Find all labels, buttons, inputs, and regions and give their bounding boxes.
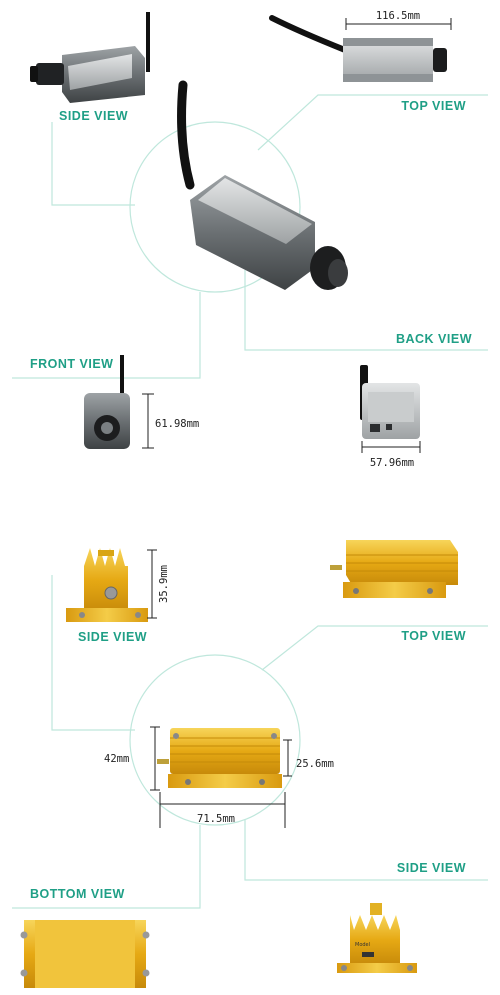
- dim-transmitter-length-label: 71.5mm: [197, 813, 235, 825]
- module-model-label: Model: [355, 942, 370, 948]
- usb-port-icon: [362, 952, 374, 957]
- dim-camera-height-label: 61.98mm: [155, 418, 199, 430]
- camera-guide-side: [51, 122, 135, 206]
- camera-top-view-image: [269, 15, 447, 82]
- lens-icon: [36, 63, 64, 85]
- transmitter-side2-view-image: Model: [337, 903, 417, 973]
- antenna-icon: [146, 12, 150, 72]
- dim-camera-height: 61.98mm: [142, 393, 199, 449]
- transmitter-section: Model 35.9mm 42mm 25.6mm 71.5mm SIDE VIE…: [12, 540, 488, 988]
- antenna-icon: [177, 80, 195, 190]
- transmitter-side2-view-label: SIDE VIEW: [397, 861, 466, 875]
- camera-center-image: [177, 80, 348, 290]
- camera-side-view-image: [30, 12, 150, 103]
- transmitter-guide-side2: [244, 820, 488, 881]
- antenna-connector-icon: [330, 565, 342, 570]
- dim-transmitter-height: 42mm: [104, 726, 160, 791]
- antenna-connector-icon: [157, 759, 169, 764]
- camera-guide-front: [12, 292, 201, 379]
- camera-guide-circle: [129, 121, 301, 293]
- dim-transmitter-length: 71.5mm: [159, 792, 286, 828]
- transmitter-guide-top: [261, 625, 488, 671]
- dim-camera-length-label: 116.5mm: [376, 10, 420, 22]
- transmitter-top-view-image: [330, 540, 458, 598]
- dim-camera-width-label: 57.96mm: [370, 457, 414, 469]
- dim-transmitter-side-height: 35.9mm: [147, 549, 170, 619]
- transmitter-guide-side: [51, 575, 135, 731]
- transmitter-side-view-label: SIDE VIEW: [78, 630, 147, 644]
- dim-transmitter-side-height-label: 35.9mm: [158, 565, 170, 603]
- camera-front-view-image: [84, 355, 130, 449]
- camera-side-view-label: SIDE VIEW: [59, 109, 128, 123]
- transmitter-bottom-view-image: [20, 920, 150, 988]
- antenna-icon: [120, 355, 124, 397]
- transmitter-center-image: [157, 728, 282, 788]
- lens-icon: [433, 48, 447, 72]
- camera-guide-top: [257, 94, 488, 151]
- transmitter-bottom-view-label: BOTTOM VIEW: [30, 887, 125, 901]
- transmitter-top-view-label: TOP VIEW: [401, 629, 466, 643]
- transmitter-guide-circle: [129, 654, 301, 826]
- dim-transmitter-inner-height: 25.6mm: [283, 739, 334, 777]
- camera-back-view-image: [360, 365, 420, 439]
- camera-section: 116.5mm 61.98mm 57.96mm SIDE VIEW TOP VI…: [12, 10, 488, 469]
- dim-transmitter-height-label: 42mm: [104, 753, 129, 765]
- camera-front-view-label: FRONT VIEW: [30, 357, 113, 371]
- transmitter-side-view-image: [66, 548, 148, 622]
- camera-back-view-label: BACK VIEW: [396, 332, 472, 346]
- dim-camera-length: 116.5mm: [345, 10, 452, 30]
- antenna-icon: [269, 15, 348, 53]
- camera-top-view-label: TOP VIEW: [401, 99, 466, 113]
- transmitter-guide-bottom: [12, 825, 201, 909]
- dim-camera-width: 57.96mm: [361, 441, 421, 469]
- dim-transmitter-inner-height-label: 25.6mm: [296, 758, 334, 770]
- camera-guide-back: [244, 270, 488, 351]
